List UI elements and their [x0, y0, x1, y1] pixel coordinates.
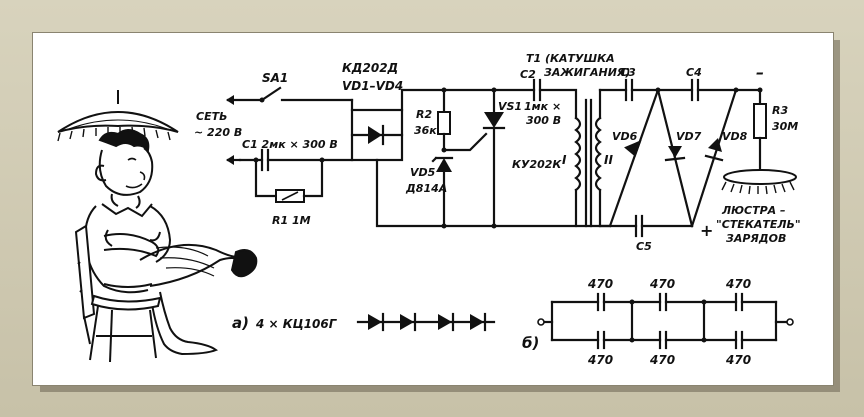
label-panel-a-text: 4 × КЦ106Г — [255, 317, 338, 331]
label-vs1-1: VS1 — [498, 100, 522, 113]
label-cap-top-3: 470 — [725, 277, 751, 291]
label-sa1: SA1 — [262, 71, 288, 85]
diode-chain — [368, 312, 487, 332]
label-c1: C1 2мк × 300 В — [242, 138, 338, 151]
label-r3-2: 30М — [772, 120, 798, 133]
label-r2-1: R2 — [416, 108, 432, 121]
label-winding-2: II — [604, 153, 613, 167]
label-r2-2: 36к — [414, 124, 437, 137]
label-plus: + — [700, 221, 713, 240]
label-vs1-2: КУ202К — [512, 158, 562, 171]
seated-person-illustration — [57, 90, 258, 363]
label-c2-1: C2 — [520, 68, 536, 81]
label-lustra-2: "СТЕКАТЕЛЬ" — [716, 218, 801, 231]
panel-b: б) 470 470 470 470 470 470 — [522, 277, 794, 367]
label-panel-a: а) — [232, 314, 249, 332]
label-vd6: VD6 — [612, 130, 638, 143]
label-minus: – — [756, 63, 764, 82]
label-cap-bot-2: 470 — [649, 353, 675, 367]
label-vd7: VD7 — [676, 130, 702, 143]
label-r1: R1 1М — [272, 214, 311, 227]
label-cap-bot-3: 470 — [725, 353, 751, 367]
label-cap-top-2: 470 — [649, 277, 675, 291]
label-c4: C4 — [686, 66, 702, 79]
label-panel-b: б) — [522, 334, 539, 352]
panel-a: а) 4 × КЦ106Г — [232, 312, 496, 332]
label-mains-1: СЕТЬ — [196, 110, 227, 123]
main-circuit-wires — [226, 78, 797, 238]
label-r3-1: R3 — [772, 104, 788, 117]
label-bridge-2: VD1–VD4 — [342, 79, 403, 93]
main-circuit-labels: SA1 СЕТЬ ~ 220 В C1 2мк × 300 В R1 1М КД… — [194, 52, 801, 253]
label-c5: C5 — [636, 240, 652, 253]
label-bridge-1: КД202Д — [342, 61, 398, 75]
label-t1-1: T1 (КАТУШКА — [526, 52, 615, 65]
label-lustra-3: ЗАРЯДОВ — [726, 232, 786, 245]
label-cap-bot-1: 470 — [587, 353, 613, 367]
label-lustra-1: ЛЮСТРА – — [721, 204, 786, 217]
label-cap-top-1: 470 — [587, 277, 613, 291]
label-mains-2: ~ 220 В — [194, 126, 242, 139]
label-c2-3: 300 В — [526, 114, 561, 127]
label-vd8: VD8 — [722, 130, 748, 143]
label-vd5-1: VD5 — [410, 166, 436, 179]
label-c3: C3 — [620, 66, 636, 79]
label-vd5-2: Д814А — [405, 182, 447, 195]
label-winding-1: I — [562, 153, 567, 167]
label-c2-2: 1мк × — [524, 100, 561, 113]
label-t1-2: ЗАЖИГАНИЯ) — [544, 66, 630, 79]
